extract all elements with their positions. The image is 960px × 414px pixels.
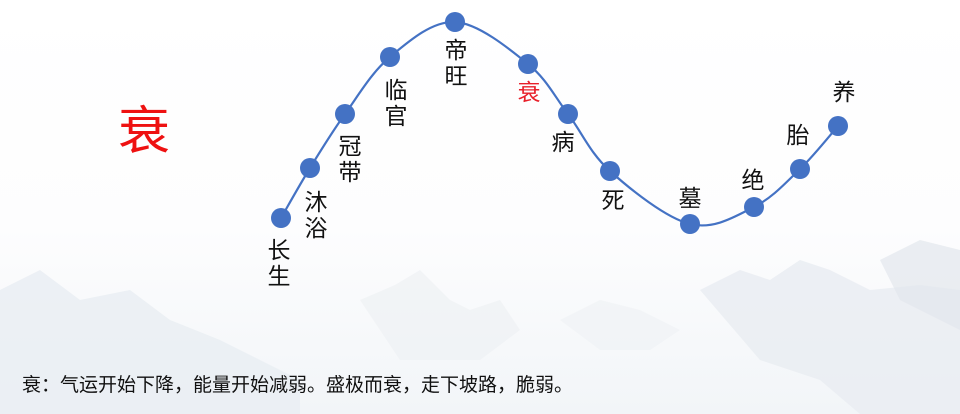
- stage-label: 病: [551, 130, 575, 156]
- stage-dot: [744, 197, 764, 217]
- stage-label: 冠带: [338, 134, 362, 187]
- stage-label: 绝: [741, 168, 765, 194]
- stage-dot: [558, 104, 578, 124]
- stage-label: 养: [832, 80, 856, 106]
- stage-label: 衰: [517, 80, 541, 106]
- stage-dot: [380, 47, 400, 67]
- stage-dot: [790, 159, 810, 179]
- stage-dot: [828, 116, 848, 136]
- stage-dot: [680, 214, 700, 234]
- stage-label: 长生: [267, 238, 291, 291]
- stage-label: 沐浴: [304, 190, 328, 243]
- heading-character: 衰: [118, 102, 171, 162]
- stage-dot: [300, 158, 320, 178]
- stage-dot: [271, 208, 291, 228]
- stage-dot: [445, 12, 465, 32]
- stage-label: 临官: [384, 78, 408, 131]
- stage-dot: [600, 161, 620, 181]
- stage-label: 胎: [786, 123, 810, 149]
- stage-dot: [518, 54, 538, 74]
- stage-dot: [335, 104, 355, 124]
- stage-label: 墓: [678, 186, 702, 212]
- stage-label: 死: [601, 188, 625, 214]
- stage-label: 帝旺: [444, 38, 468, 91]
- caption-text: 衰：气运开始下降，能量开始减弱。盛极而衰，走下坡路，脆弱。: [22, 374, 574, 396]
